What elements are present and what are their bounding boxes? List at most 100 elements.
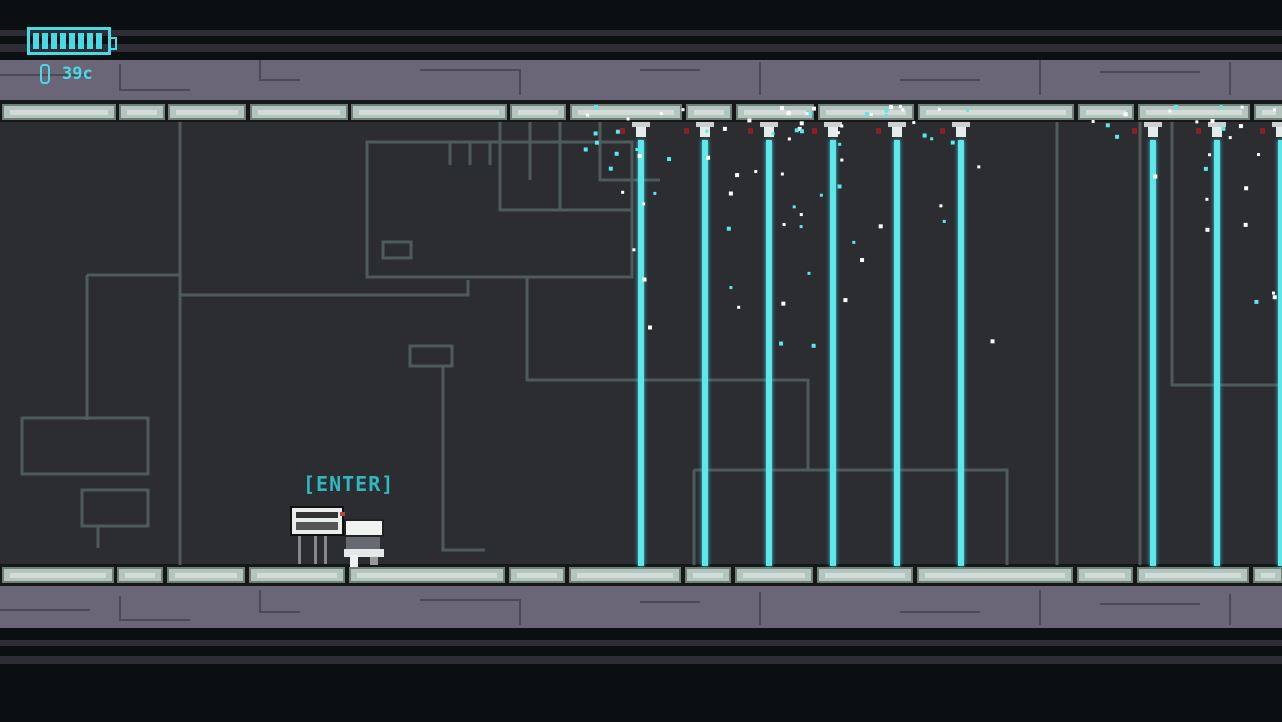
spark-particle xyxy=(1174,105,1179,110)
spark-particle xyxy=(1243,222,1248,227)
currency-value: 39c xyxy=(62,64,93,84)
laser-beam xyxy=(702,140,708,566)
spark-particle xyxy=(780,172,784,176)
spark-particle xyxy=(787,137,791,141)
spark-particle xyxy=(912,121,916,125)
spark-particle xyxy=(1153,174,1158,179)
spark-particle xyxy=(889,105,894,110)
currency-counter: 39c xyxy=(40,64,93,84)
spark-particle xyxy=(939,204,943,208)
spark-particle xyxy=(681,108,685,112)
spark-particle xyxy=(1256,153,1260,157)
laser-beam xyxy=(638,140,644,566)
spark-particle xyxy=(632,248,636,252)
spark-particle xyxy=(648,325,653,330)
spark-particle xyxy=(1272,295,1277,300)
spark-particle xyxy=(666,157,671,162)
spark-particle xyxy=(782,223,786,227)
spark-particle xyxy=(747,118,752,123)
spark-particle xyxy=(729,286,733,290)
spark-particle xyxy=(1240,105,1244,109)
terminal-screen xyxy=(290,506,344,536)
spark-particle xyxy=(1272,108,1276,112)
spark-particle xyxy=(884,108,889,113)
spark-particle xyxy=(594,105,599,110)
terminal-console[interactable] xyxy=(290,506,346,564)
battery-cell xyxy=(96,33,102,49)
player-robot xyxy=(344,519,386,567)
spark-particle xyxy=(583,147,588,152)
gem-icon xyxy=(40,64,50,84)
battery-cell xyxy=(60,33,66,49)
battery-cell xyxy=(87,33,93,49)
top-stripe xyxy=(0,44,1282,52)
spark-particle xyxy=(735,173,740,178)
laser-emitter xyxy=(1260,122,1282,140)
spark-particle xyxy=(1271,291,1275,295)
floor-wall xyxy=(0,586,1282,628)
spark-particle xyxy=(930,137,934,141)
spark-particle xyxy=(1254,299,1259,304)
spark-particle xyxy=(864,112,869,117)
spark-particle xyxy=(799,213,803,217)
spark-particle xyxy=(722,126,727,131)
spark-particle xyxy=(615,129,620,134)
spark-particle xyxy=(737,305,741,309)
spark-particle xyxy=(642,202,646,206)
spark-particle xyxy=(884,113,888,117)
spark-particle xyxy=(1091,120,1095,124)
spark-particle xyxy=(869,112,873,116)
spark-particle xyxy=(799,121,804,126)
laser-beam xyxy=(766,140,772,566)
spark-particle xyxy=(779,341,784,346)
laser-beam xyxy=(1278,140,1282,566)
spark-particle xyxy=(1244,186,1249,191)
spark-particle xyxy=(653,191,657,195)
battery-cell xyxy=(69,33,75,49)
laser-emitter xyxy=(940,122,972,140)
spark-particle xyxy=(837,184,842,189)
spark-particle xyxy=(901,108,905,112)
spark-particle xyxy=(1221,126,1226,131)
battery-cell xyxy=(51,33,57,49)
spark-particle xyxy=(1219,105,1223,109)
spark-particle xyxy=(942,219,946,223)
terminal-led xyxy=(340,512,345,516)
spark-particle xyxy=(771,132,775,136)
spark-particle xyxy=(779,105,784,110)
spark-particle xyxy=(878,224,883,229)
spark-particle xyxy=(728,191,733,196)
spark-particle xyxy=(635,147,639,151)
spark-particle xyxy=(819,193,823,197)
spark-particle xyxy=(1115,134,1120,139)
spark-particle xyxy=(805,112,809,116)
spark-particle xyxy=(807,271,811,275)
battery-tip xyxy=(108,37,117,50)
spark-particle xyxy=(840,124,844,128)
laser-emitter xyxy=(620,122,652,140)
spark-particle xyxy=(950,140,955,145)
spark-particle xyxy=(705,129,709,133)
battery-cell xyxy=(78,33,84,49)
spark-particle xyxy=(799,225,803,229)
laser-beam xyxy=(830,140,836,566)
spark-particle xyxy=(843,298,848,303)
laser-beam xyxy=(1214,140,1220,566)
battery-cell xyxy=(42,33,48,49)
spark-particle xyxy=(922,133,927,138)
spark-particle xyxy=(838,142,842,146)
spark-particle xyxy=(754,170,758,174)
spark-particle xyxy=(593,131,598,136)
spark-particle xyxy=(812,106,817,111)
ceiling-wall xyxy=(0,60,1282,100)
spark-particle xyxy=(840,158,844,162)
spark-particle xyxy=(797,126,802,131)
spark-particle xyxy=(726,226,731,231)
spark-particle xyxy=(706,155,711,160)
top-stripe xyxy=(0,30,1282,36)
laser-emitter xyxy=(1196,122,1228,140)
spark-particle xyxy=(1228,136,1232,140)
spark-particle xyxy=(1123,112,1128,117)
